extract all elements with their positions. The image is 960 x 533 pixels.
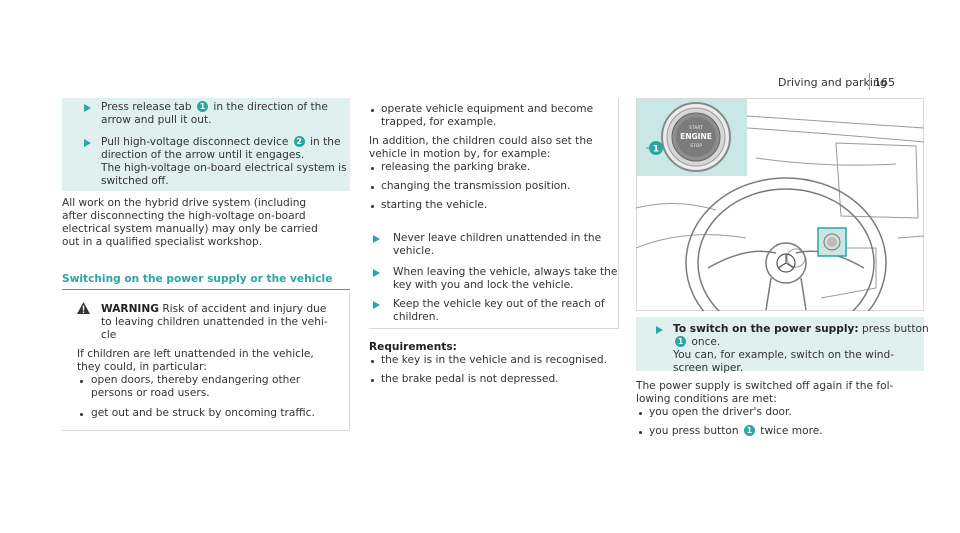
warning-line-3: cle bbox=[101, 329, 117, 341]
step-arrow-icon bbox=[84, 104, 91, 112]
bullet-icon bbox=[371, 360, 374, 363]
list-item: get out and be struck by oncoming traffi… bbox=[91, 407, 315, 419]
bullet-icon bbox=[639, 431, 642, 434]
heading-underline bbox=[62, 289, 350, 290]
paragraph-line: The power supply is switched off again i… bbox=[636, 380, 894, 392]
bullet-icon bbox=[371, 109, 374, 112]
list-item: starting the vehicle. bbox=[381, 199, 488, 211]
paragraph-line: All work on the hybrid drive system (inc… bbox=[62, 197, 307, 209]
bullet-icon bbox=[371, 186, 374, 189]
list-item: persons or road users. bbox=[91, 387, 210, 399]
instruction-line: Keep the vehicle key out of the reach of bbox=[393, 298, 605, 310]
list-item: open doors, thereby endangering other bbox=[91, 374, 301, 386]
step-line-1: To switch on the power supply: press but… bbox=[673, 323, 929, 335]
requirements-label: Requirements: bbox=[369, 341, 457, 353]
section-title: Driving and parking bbox=[778, 76, 887, 89]
bullet-icon bbox=[371, 167, 374, 170]
page-number: 165 bbox=[874, 76, 895, 89]
step-line: screen wiper. bbox=[673, 362, 744, 374]
section-heading: Switching on the power supply or the veh… bbox=[62, 273, 333, 285]
paragraph-line: In addition, the children could also set… bbox=[369, 135, 593, 147]
instruction-line: Never leave children unattended in the bbox=[393, 232, 602, 244]
warning-triangle-icon bbox=[77, 302, 90, 314]
instruction-line: When leaving the vehicle, always take th… bbox=[393, 266, 618, 278]
step-arrow-icon bbox=[373, 301, 380, 309]
warning-box-border bbox=[349, 293, 350, 431]
paragraph-line: out in a qualified specialist workshop. bbox=[62, 236, 263, 248]
button-label-engine: ENGINE bbox=[680, 132, 712, 141]
box-border bbox=[618, 98, 619, 329]
paragraph-line: lowing conditions are met: bbox=[636, 393, 777, 405]
list-item: you open the driver's door. bbox=[649, 406, 792, 418]
warning-line-1: WARNING Risk of accident and injury due bbox=[101, 303, 327, 315]
step-1-line-2: arrow and pull it out. bbox=[101, 114, 212, 126]
list-item: trapped, for example. bbox=[381, 116, 497, 128]
warning-text: If children are left unattended in the v… bbox=[77, 348, 314, 360]
paragraph-line: vehicle in motion by, for example: bbox=[369, 148, 551, 160]
step-line-2: 1 once. bbox=[673, 336, 720, 349]
instruction-line: vehicle. bbox=[393, 245, 435, 257]
list-item: operate vehicle equipment and become bbox=[381, 103, 594, 115]
step-arrow-icon bbox=[373, 235, 380, 243]
bullet-icon bbox=[80, 413, 83, 416]
box-border bbox=[369, 328, 619, 329]
instruction-line: children. bbox=[393, 311, 439, 323]
step-line: You can, for example, switch on the wind… bbox=[673, 349, 895, 361]
step-arrow-icon bbox=[656, 326, 663, 334]
paragraph-line: after disconnecting the high-voltage on-… bbox=[62, 210, 306, 222]
cockpit-illustration: START ENGINE STOP 1 bbox=[636, 98, 924, 311]
bullet-icon bbox=[371, 205, 374, 208]
header-divider bbox=[869, 73, 870, 90]
step-1-line-1: Press release tab 1 in the direction of … bbox=[101, 101, 328, 113]
step-arrow-icon bbox=[84, 139, 91, 147]
step-2-line: The high-voltage on-board electrical sys… bbox=[101, 162, 347, 174]
instruction-line: key with you and lock the vehicle. bbox=[393, 279, 574, 291]
paragraph-line: electrical system manually) may only be … bbox=[62, 223, 318, 235]
callout-1: 1 bbox=[653, 145, 659, 155]
list-item: changing the transmission position. bbox=[381, 180, 571, 192]
list-item: the brake pedal is not depressed. bbox=[381, 373, 559, 385]
button-label-start: START bbox=[689, 125, 703, 131]
step-2-line-1: Pull high-voltage disconnect device 2 in… bbox=[101, 136, 341, 148]
step-2-line: direction of the arrow until it engages. bbox=[101, 149, 305, 161]
list-item: the key is in the vehicle and is recogni… bbox=[381, 354, 607, 366]
list-item: you press button 1 twice more. bbox=[649, 425, 823, 437]
warning-box-border bbox=[62, 430, 350, 431]
bullet-icon bbox=[639, 412, 642, 415]
step-2-line: switched off. bbox=[101, 175, 169, 187]
step-arrow-icon bbox=[373, 269, 380, 277]
warning-text: they could, in particular: bbox=[77, 361, 207, 373]
button-label-stop: STOP bbox=[690, 143, 702, 149]
list-item: releasing the parking brake. bbox=[381, 161, 531, 173]
bullet-icon bbox=[80, 380, 83, 383]
warning-line-2: to leaving children unattended in the ve… bbox=[101, 316, 328, 328]
bullet-icon bbox=[371, 379, 374, 382]
